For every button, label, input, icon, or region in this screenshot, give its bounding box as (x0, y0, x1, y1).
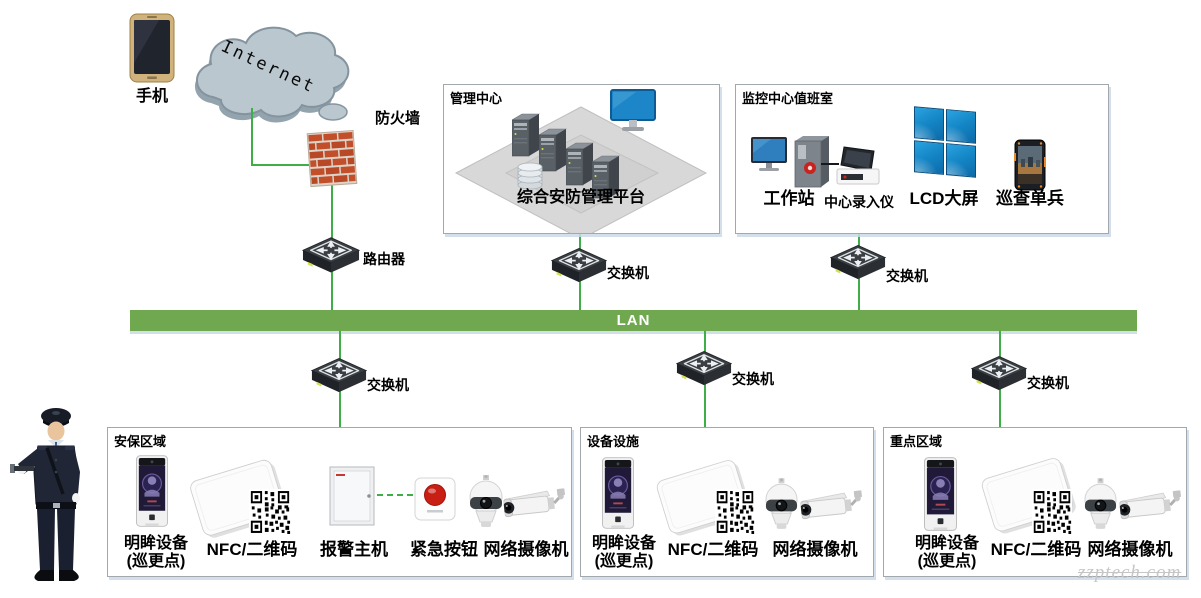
switch-icon-monitor (830, 244, 886, 280)
lcd-tile (914, 106, 944, 141)
qr-code-icon (715, 489, 755, 535)
firewall-icon (306, 129, 358, 188)
emergency-button-label: 紧急按钮 (410, 540, 478, 559)
nfc-label: NFC/二维码 (667, 540, 759, 559)
lcd-wall-icon (914, 106, 976, 178)
monitoring-room-title: 监控中心值班室 (742, 91, 834, 106)
mobile-phone-icon (129, 13, 175, 83)
bullet-camera-icon (1118, 488, 1184, 521)
emergency-button-icon (414, 477, 456, 521)
firewall-label: 防火墙 (375, 110, 421, 127)
management-center-title: 管理中心 (450, 91, 503, 106)
alarm-host-icon (329, 466, 375, 526)
qr-code-icon (1032, 489, 1072, 535)
lan-bus: LAN (130, 310, 1137, 331)
zone-key-area-box: 重点区域 明眸设备 (巡更点) NFC/二维码 网络摄像机 (883, 427, 1187, 577)
patrol-label: 巡查单兵 (996, 189, 1064, 208)
watermark: zzptech.com (1078, 562, 1182, 583)
mingmou-device-icon (136, 455, 168, 527)
mingmou-label: 明眸设备 (巡更点) (591, 535, 656, 570)
camera-label: 网络摄像机 (1087, 540, 1173, 559)
phone-label: 手机 (135, 88, 168, 105)
zone-security-area-box: 安保区域 明眸设备 (巡更点) NFC/二维码 报警主机 紧急按钮 网络摄像机 (107, 427, 572, 577)
mingmou-device-icon (924, 457, 957, 531)
platform-label: 综合安防管理平台 (516, 189, 645, 206)
switch-label-monitor: 交换机 (886, 268, 928, 284)
switch-label-zone3: 交换机 (1027, 375, 1069, 391)
zone3-title: 重点区域 (890, 434, 943, 449)
management-center-box: 管理中心 综合安防管理平台 (443, 84, 720, 234)
link-elbow-firewall (251, 164, 313, 166)
link-cloud-elbow (251, 108, 253, 166)
lcd-tile (946, 109, 976, 144)
switch-icon-zone3 (971, 355, 1027, 391)
bullet-camera-icon (502, 486, 568, 519)
bullet-camera-icon (799, 488, 865, 521)
camera-label: 网络摄像机 (772, 540, 858, 559)
switch-label-zone1: 交换机 (367, 377, 409, 393)
ptz-camera-icon (469, 475, 503, 528)
nfc-label: NFC/二维码 (990, 540, 1082, 559)
server-tower-icon (512, 113, 540, 157)
storage-disk-icon (517, 162, 543, 190)
ptz-camera-icon (765, 478, 798, 530)
switch-icon-mgmt (551, 247, 607, 283)
workstation-icon (751, 136, 829, 188)
lcd-tile (914, 140, 944, 175)
security-guard-figure (10, 408, 80, 581)
router-label: 路由器 (363, 251, 405, 267)
server-tower-icon (566, 142, 594, 186)
switch-icon-zone1 (311, 357, 367, 393)
lcd-label: LCD大屏 (909, 189, 979, 208)
camera-label: 网络摄像机 (483, 540, 569, 559)
link-alarm-emergency (377, 494, 413, 496)
server-monitor-icon (610, 89, 656, 131)
workstation-label: 工作站 (763, 189, 815, 208)
qr-code-icon (249, 489, 291, 535)
zone1-title: 安保区域 (114, 434, 167, 449)
zone2-title: 设备设施 (587, 434, 640, 449)
lcd-tile (946, 143, 976, 178)
nfc-label: NFC/二维码 (206, 540, 298, 559)
recorder-label: 中心录入仪 (824, 194, 894, 210)
link-workstation-recorder (821, 163, 839, 165)
internet-cloud: Internet (194, 26, 350, 123)
switch-label-zone2: 交换机 (732, 371, 774, 387)
lan-label: LAN (616, 312, 651, 329)
mingmou-label: 明眸设备 (巡更点) (123, 535, 188, 570)
mingmou-label: 明眸设备 (巡更点) (914, 535, 979, 570)
monitoring-room-box: 监控中心值班室 工作站 中心录入仪 (735, 84, 1109, 234)
patrol-handheld-icon (1014, 139, 1046, 191)
recorder-icon (836, 146, 880, 185)
zone-facilities-box: 设备设施 明眸设备 (巡更点) NFC/二维码 网络摄像机 (580, 427, 874, 577)
mingmou-device-icon (602, 457, 634, 529)
switch-icon-zone2 (676, 350, 732, 386)
router-icon (302, 236, 360, 274)
alarm-host-label: 报警主机 (320, 540, 388, 559)
ptz-camera-icon (1084, 478, 1117, 530)
switch-label-mgmt: 交换机 (607, 265, 649, 281)
